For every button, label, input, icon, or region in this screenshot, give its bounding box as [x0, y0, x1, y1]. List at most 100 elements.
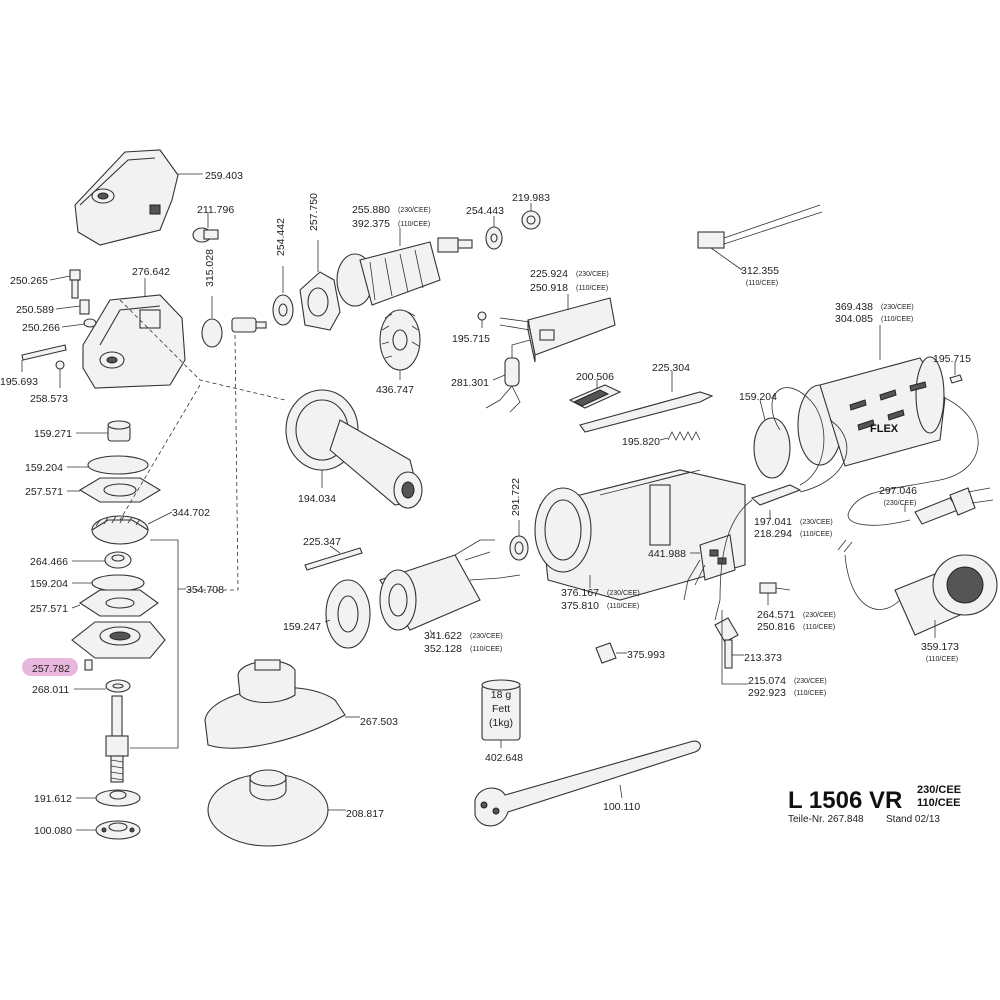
alignment-lines — [119, 299, 286, 591]
pinion-shaft — [231, 317, 267, 333]
part-label-259403: 259.403 — [205, 170, 243, 182]
plug-359173 — [837, 539, 998, 638]
grease-can — [481, 679, 521, 748]
part-label-159204: 159.204 — [25, 462, 63, 474]
stator — [379, 539, 521, 635]
part-suffix-341622: (230/CEE) — [470, 633, 503, 640]
part-label-195693: 195.693 — [0, 376, 38, 388]
part-sub-359173: (110/CEE) — [926, 656, 958, 663]
gear-head-cover — [74, 149, 203, 246]
o-ring-right — [753, 399, 791, 479]
part-suffix-225924: (230/CEE) — [576, 271, 609, 278]
part-label-441988: 441.988 — [648, 548, 686, 560]
part-label-254443: 254.443 — [466, 205, 504, 217]
part-label-268011: 268.011 — [32, 684, 69, 696]
part-suffix-250816: (110/CEE) — [803, 624, 835, 631]
part-suffix-304085: (110/CEE) — [881, 316, 913, 323]
part-label-250918: 250.918 — [530, 282, 568, 294]
o-ring-mid — [72, 574, 145, 592]
part-label-250266: 250.266 — [22, 322, 60, 334]
nut-100080 — [76, 820, 141, 840]
sleeve-159271 — [76, 420, 131, 442]
part-label-250589: 250.589 — [16, 304, 54, 316]
part-label-375810: 375.810 — [561, 600, 599, 612]
cable-clamp — [714, 610, 748, 685]
part-label-255880: 255.880 — [352, 204, 390, 216]
part-label-292923: 292.923 — [748, 687, 786, 699]
bearing-flange — [71, 621, 166, 671]
part-label-195715: 195.715 — [933, 353, 971, 365]
part-label-219983: 219.983 — [512, 192, 550, 204]
part-label-254442: 254.442 — [275, 218, 287, 256]
part-suffix-352128: (110/CEE) — [470, 646, 502, 653]
clip-264571 — [759, 582, 791, 605]
part-label-376167: 376.167 — [561, 587, 599, 599]
part-label-215074: 215.074 — [748, 675, 786, 687]
motor-cover — [797, 325, 946, 467]
part-suffix-292923: (110/CEE) — [794, 690, 826, 697]
part-label-159204: 159.204 — [30, 578, 68, 590]
part-label-264571: 264.571 — [757, 609, 795, 621]
switch-225924 — [527, 294, 616, 363]
grease-amount: 18 g — [491, 689, 512, 701]
part-375993 — [595, 642, 627, 664]
part-label-200506: 200.506 — [576, 371, 614, 383]
ring-291722 — [509, 520, 529, 561]
part-label-213373: 213.373 — [744, 652, 782, 664]
part-label-225304: 225.304 — [652, 362, 690, 374]
part-number: Teile-Nr. 267.848 — [788, 814, 864, 825]
part-sub-297046: (230/CEE) — [884, 500, 917, 507]
plate-top — [67, 477, 162, 503]
part-label-257571: 257.571 — [25, 486, 63, 498]
grease-qty: (1kg) — [489, 717, 513, 729]
part-label-211796: 211.796 — [197, 204, 234, 216]
sleeve-219983 — [521, 203, 541, 230]
part-label-354708: 354.708 — [186, 584, 224, 596]
part-label-436747: 436.747 — [376, 384, 414, 396]
part-label-304085: 304.085 — [835, 313, 873, 325]
part-label-369438: 369.438 — [835, 301, 873, 313]
title-block: L 1506 VR 230/CEE 110/CEE Teile-Nr. 267.… — [788, 784, 961, 825]
electronic-module — [683, 534, 736, 601]
spindle — [105, 695, 129, 783]
part-label-195715: 195.715 — [452, 333, 490, 345]
part-label-257571: 257.571 — [30, 603, 68, 615]
part-label-352128: 352.128 — [424, 643, 462, 655]
o-ring-315028 — [201, 296, 223, 348]
part-label-194034: 194.034 — [298, 493, 336, 505]
part-suffix-197041: (230/CEE) — [800, 519, 833, 526]
o-ring-top — [67, 455, 149, 475]
push-rod-225304 — [579, 371, 714, 433]
part-label-264466: 264.466 — [30, 556, 68, 568]
brush-312355 — [697, 204, 823, 271]
part-label-225924: 225.924 — [530, 268, 568, 280]
switch-lever-200506 — [568, 380, 622, 409]
part-label-312355: 312.355 — [741, 265, 779, 277]
variant-110: 110/CEE — [917, 797, 960, 809]
part-label-341622: 341.622 — [424, 630, 462, 642]
part-suffix-369438: (230/CEE) — [881, 304, 914, 311]
part-drawings: FLEX — [21, 149, 998, 847]
part-suffix-215074: (230/CEE) — [794, 678, 827, 685]
spring-195820 — [659, 431, 701, 441]
part-label-392375: 392.375 — [352, 218, 390, 230]
part-label-197041: 197.041 — [754, 516, 792, 528]
pin-wrench — [474, 740, 701, 827]
part-label-402648: 402.648 — [485, 752, 523, 764]
part-label-250816: 250.816 — [757, 621, 795, 633]
wheel-guard — [204, 659, 360, 749]
bevel-gear — [91, 511, 173, 545]
part-suffix-255880: (230/CEE) — [398, 207, 431, 214]
part-label-218294: 218.294 — [754, 528, 792, 540]
part-label-258573: 258.573 — [30, 393, 68, 405]
washer-268011 — [74, 679, 131, 693]
model-name: L 1506 VR — [788, 787, 902, 814]
part-label-159271: 159.271 — [34, 428, 72, 440]
screw-258573 — [55, 360, 65, 388]
bearing-254443 — [485, 216, 503, 250]
part-label-344702: 344.702 — [172, 507, 210, 519]
variant-230: 230/CEE — [917, 784, 961, 796]
part-sub-312355: (110/CEE) — [746, 280, 778, 287]
side-handle — [285, 389, 423, 509]
